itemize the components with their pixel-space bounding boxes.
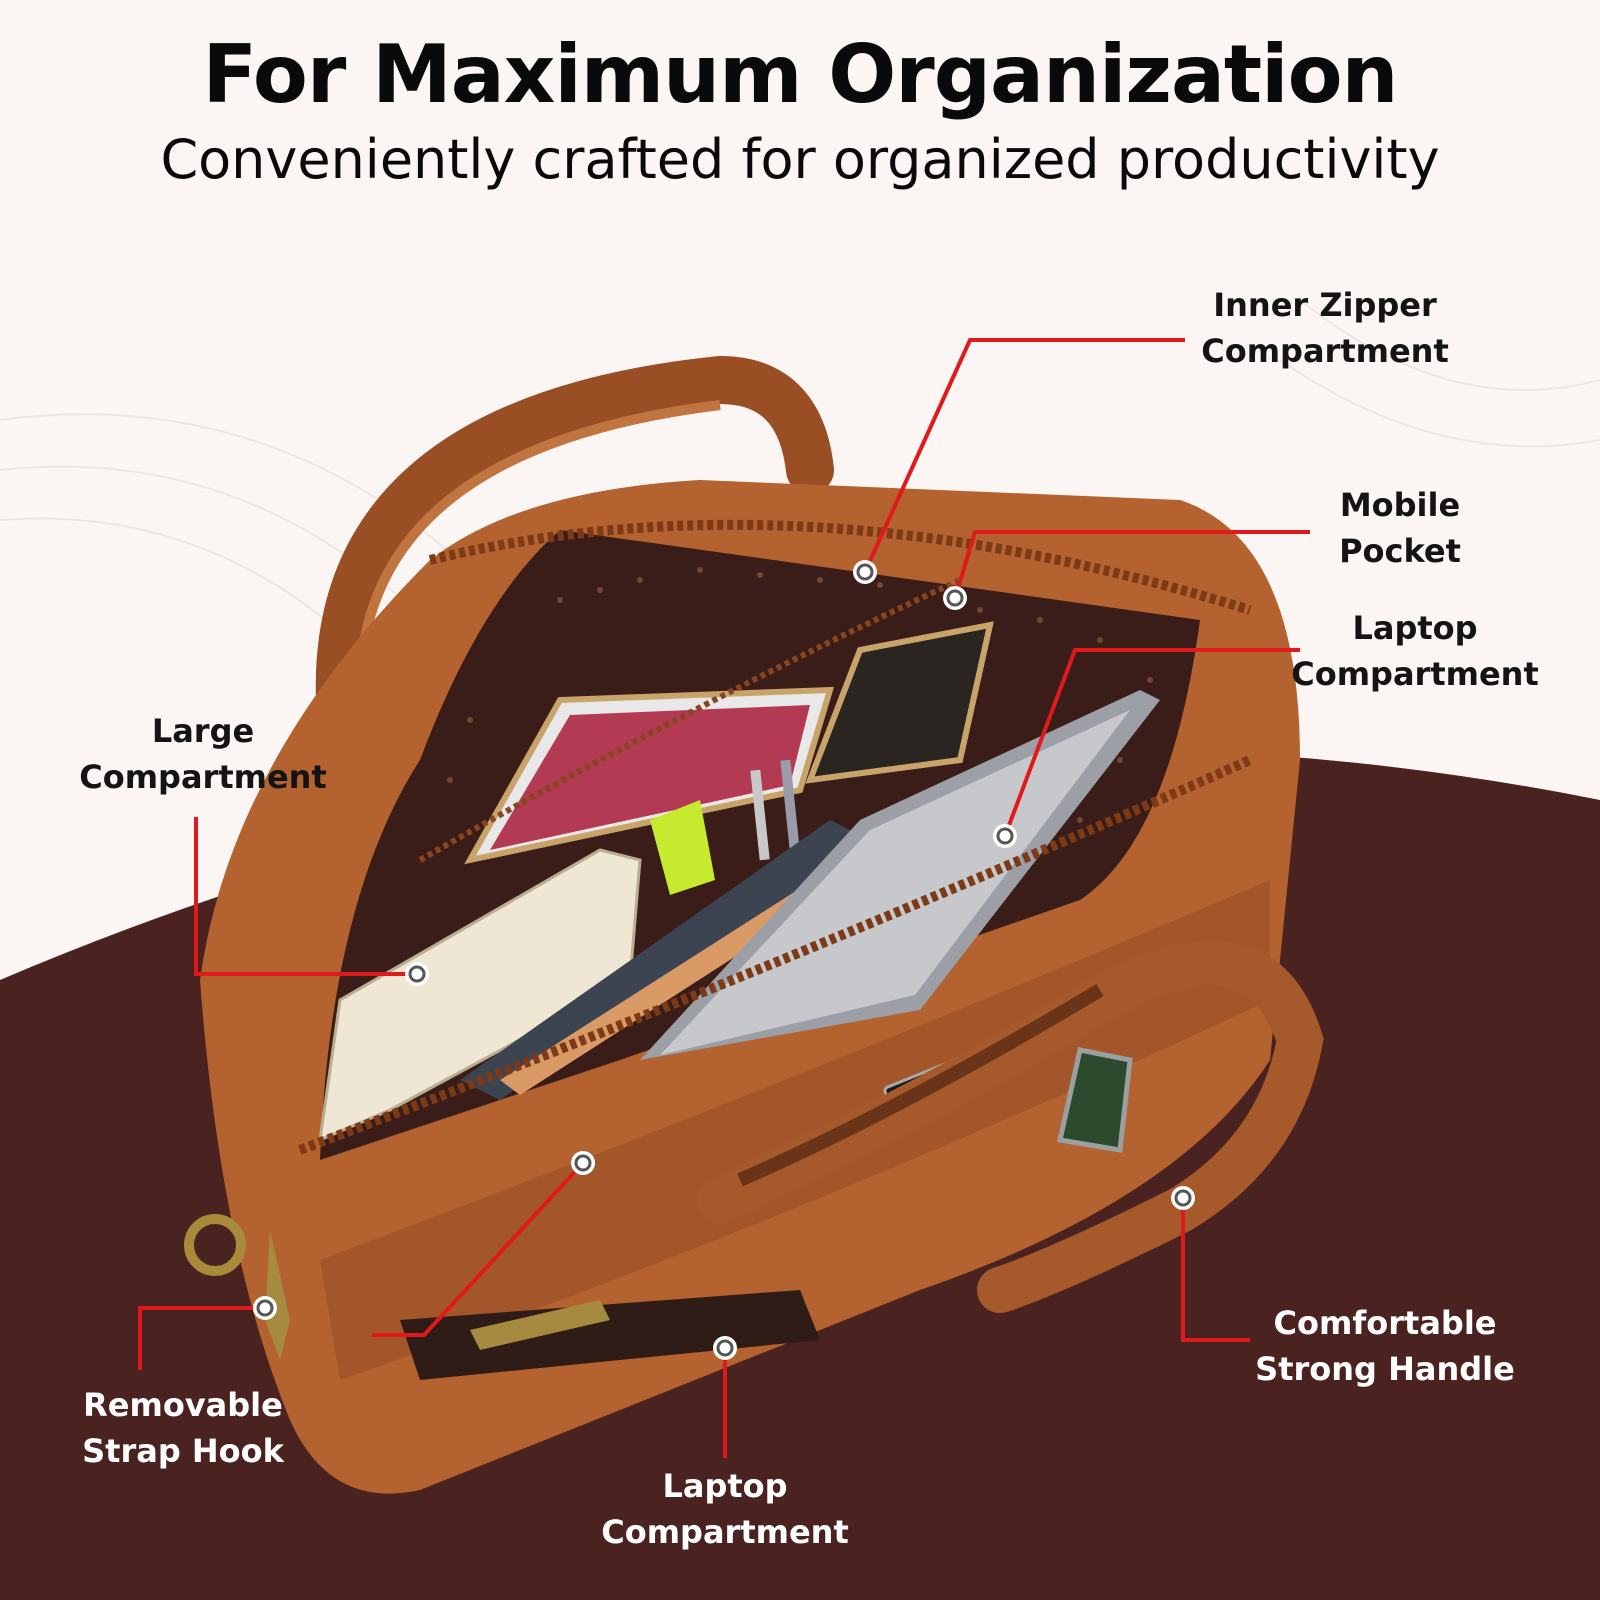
- callout-mobile-pocket-line2: Pocket: [1339, 532, 1461, 570]
- notebook: [460, 820, 870, 1100]
- marker-front: [571, 1151, 595, 1175]
- leader-strap-hook: [138, 1306, 265, 1370]
- front-pocket: [400, 1290, 820, 1380]
- mobile-phone: [805, 621, 994, 784]
- callout-strap-hook: Removable Strap Hook: [78, 1382, 288, 1474]
- callout-large-line2: Compartment: [79, 758, 327, 796]
- leader-large: [194, 817, 417, 976]
- marker-large: [405, 962, 429, 986]
- leader-front-laptop: [372, 1161, 585, 1337]
- leader-laptop-top: [1003, 648, 1300, 837]
- callout-handle-line1: Comfortable: [1273, 1304, 1497, 1342]
- marker-laptop-top: [993, 824, 1017, 848]
- callout-inner-zipper: Inner Zipper Compartment: [1195, 282, 1455, 374]
- callout-inner-zipper-line1: Inner Zipper: [1213, 286, 1437, 324]
- back-handle: [315, 355, 834, 724]
- marker-mobile-pocket: [943, 586, 967, 610]
- callout-large: Large Compartment: [78, 708, 328, 800]
- callout-laptop-bottom: Laptop Compartment: [600, 1463, 850, 1555]
- marker-handle: [1171, 1186, 1195, 1210]
- callout-mobile-pocket: Mobile Pocket: [1300, 482, 1500, 574]
- callout-large-line1: Large: [151, 712, 255, 750]
- callout-strap-hook-line1: Removable: [83, 1386, 283, 1424]
- callout-laptop-top-line2: Compartment: [1291, 655, 1539, 693]
- callout-inner-zipper-line2: Compartment: [1201, 332, 1449, 370]
- page-subtitle: Conveniently crafted for organized produ…: [160, 128, 1440, 191]
- marker-laptop-bottom: [713, 1336, 737, 1360]
- callout-laptop-bottom-line1: Laptop: [662, 1467, 788, 1505]
- marker-inner-zipper: [853, 560, 877, 584]
- callout-handle: Comfortable Strong Handle: [1255, 1300, 1515, 1392]
- callout-laptop-top: Laptop Compartment: [1290, 605, 1540, 697]
- front-handle: [697, 940, 1324, 1313]
- d-ring-left: [184, 1214, 246, 1276]
- markers: [253, 560, 1195, 1360]
- highlighter: [650, 800, 715, 895]
- leader-handle: [1181, 1198, 1250, 1342]
- marker-strap-hook: [253, 1296, 277, 1320]
- book: [318, 848, 642, 1143]
- callout-handle-line2: Strong Handle: [1255, 1350, 1515, 1388]
- page-title: For Maximum Organization: [202, 28, 1398, 121]
- leader-mobile-pocket: [953, 530, 1310, 599]
- callout-laptop-top-line1: Laptop: [1352, 609, 1478, 647]
- callout-strap-hook-line2: Strap Hook: [82, 1432, 284, 1470]
- callout-laptop-bottom-line2: Compartment: [601, 1513, 849, 1551]
- callout-mobile-pocket-line1: Mobile: [1339, 486, 1461, 524]
- leader-inner-zipper: [863, 338, 1185, 573]
